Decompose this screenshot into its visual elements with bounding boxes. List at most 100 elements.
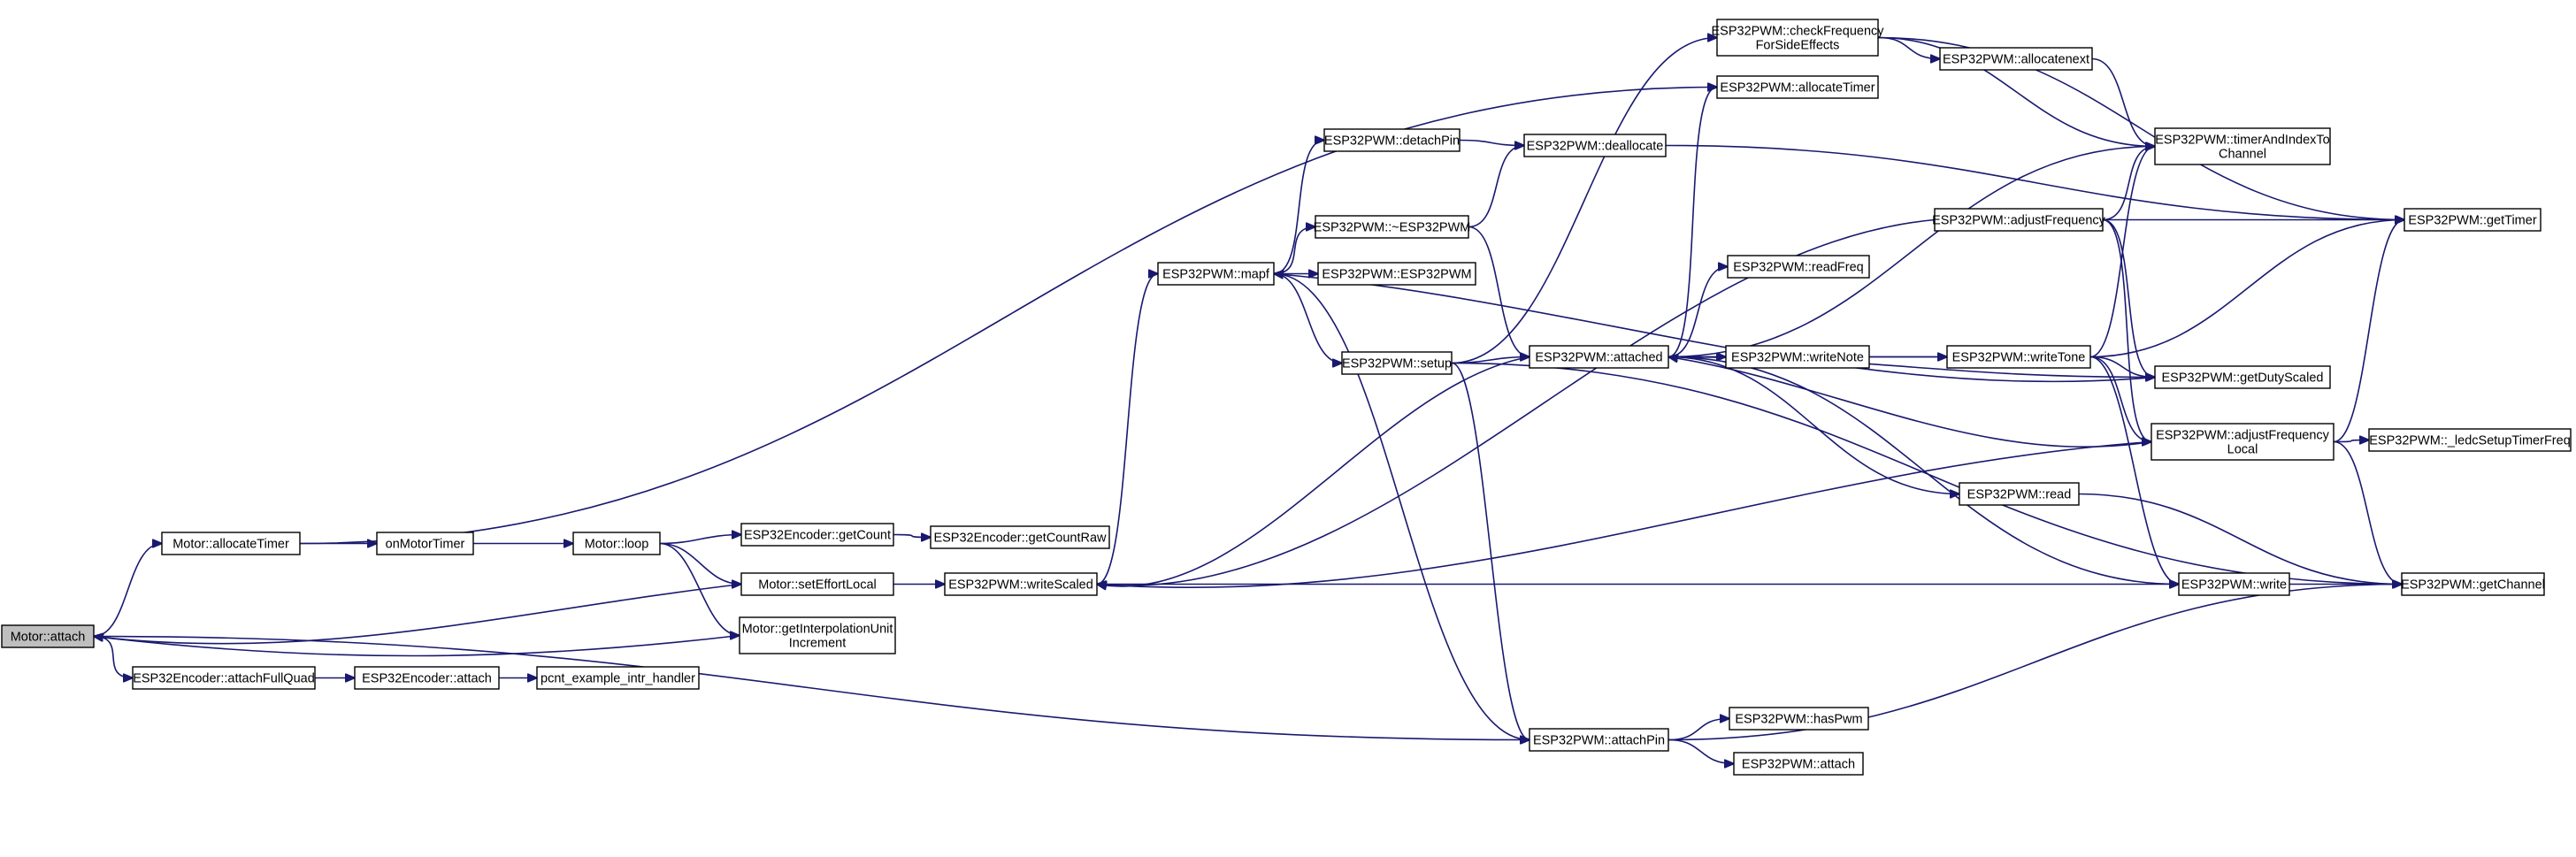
node-enc_getCountRaw[interactable]: ESP32Encoder::getCountRaw [930,525,1110,549]
edge-pwm_attachPin-to-pwm_hasPwm [1668,719,1729,741]
node-label: ESP32PWM::deallocate [1527,140,1664,154]
node-box [1934,208,2104,232]
node-label: ESP32PWM::writeScaled [948,578,1093,593]
node-box [376,532,474,555]
node-label: Increment [789,637,846,651]
node-box [1716,19,1879,57]
node-label: ESP32PWM::getTimer [2408,214,2536,228]
node-pwm_hasPwm[interactable]: ESP32PWM::hasPwm [1729,707,1869,731]
node-box [1523,134,1667,157]
node-pwm_read[interactable]: ESP32PWM::read [1959,482,2080,506]
node-pwm_writeTone[interactable]: ESP32PWM::writeTone [1946,345,2091,369]
node-box [2404,208,2542,232]
node-enc_getCount[interactable]: ESP32Encoder::getCount [740,523,894,547]
edge-pwm_adjustFrequency-to-pwm_timerAndIndex [2102,147,2155,221]
edge-motor_allocateTimer-to-pwm_allocateTimer [299,88,1717,545]
edge-motor_getInterp-to-motor_attach [94,636,740,657]
node-onMotorTimer[interactable]: onMotorTimer [376,532,474,555]
edge-pwm_setup-to-pwm_checkFreq [1451,38,1717,364]
node-box [2150,423,2334,461]
edge-pwm_adjustFreqLocal-to-pwm_ledcSetup [2333,440,2369,442]
edge-pwm_adjustFrequency-to-pwm_writeScaled [1097,218,1936,586]
node-box [2178,572,2290,596]
node-label: ESP32PWM::timerAndIndexTo [2155,134,2329,148]
edge-pwm_checkFreq-to-pwm_timerAndIndex [1877,36,2155,147]
node-pwm_getDutyScaled[interactable]: ESP32PWM::getDutyScaled [2154,365,2331,389]
node-label: ESP32Encoder::getCountRaw [933,532,1107,546]
node-label: Motor::setEffortLocal [758,578,877,593]
edge-pwm_attached-to-pwm_readFreq [1668,267,1728,358]
node-pwm_writeScaled[interactable]: ESP32PWM::writeScaled [944,572,1098,596]
node-box [739,616,896,654]
edge-pwm_writeTone-to-pwm_write [2089,356,2179,585]
node-motor_loop[interactable]: Motor::loop [572,532,661,555]
edge-pwm_mapf-to-pwm_attachPin [1273,272,1530,740]
node-pwm_writeNote[interactable]: ESP32PWM::writeNote [1725,345,1870,369]
node-pwm_allocatenext[interactable]: ESP32PWM::allocatenext [1939,47,2093,71]
node-label: ESP32PWM::read [1967,488,2072,502]
node-pwm_readFreq[interactable]: ESP32PWM::readFreq [1727,255,1870,279]
edge-motor_loop-to-motor_setEffortLocal [659,542,741,585]
edge-pwm_mapf-to-pwm_setup [1273,272,1342,363]
node-box [1716,75,1879,99]
node-box [944,572,1098,596]
edge-pwm_adjustFreqLocal-to-pwm_getTimer [2333,220,2404,443]
node-label: ESP32PWM::attached [1535,351,1662,365]
node-pcnt_handler[interactable]: pcnt_example_intr_handler [536,666,700,690]
node-pwm_setup[interactable]: ESP32PWM::setup [1341,351,1453,375]
edge-pwm_read-to-pwm_getChannel [2078,493,2402,585]
node-box [1317,262,1476,286]
edge-pwm_adjustFreqLocal-to-pwm_writeScaled [1097,440,2152,588]
node-label: ESP32PWM::readFreq [1733,261,1863,275]
node-pwm_ctor[interactable]: ESP32PWM::ESP32PWM [1317,262,1476,286]
node-pwm_allocateTimer[interactable]: ESP32PWM::allocateTimer [1716,75,1879,99]
node-motor_setEffortLocal[interactable]: Motor::setEffortLocal [740,572,894,596]
node-box [2368,428,2572,452]
node-pwm_dtor[interactable]: ESP32PWM::~ESP32PWM [1314,215,1471,239]
node-box [1725,345,1870,369]
node-pwm_mapf[interactable]: ESP32PWM::mapf [1157,262,1275,286]
node-box [1323,128,1460,152]
node-enc_attachFullQuad[interactable]: ESP32Encoder::attachFullQuad [132,666,316,690]
node-pwm_ledcSetup[interactable]: ESP32PWM::_ledcSetupTimerFreq [2368,428,2572,452]
node-pwm_attachPin[interactable]: ESP32PWM::attachPin [1529,728,1669,752]
edge-pwm_adjustFreqLocal-to-pwm_getChannel [2333,440,2402,585]
node-box [740,572,894,596]
edge-pwm_mapf-to-pwm_dtor [1273,227,1315,275]
node-box [1529,728,1669,752]
node-pwm_attach[interactable]: ESP32PWM::attach [1733,752,1864,776]
node-label: ESP32PWM::writeNote [1731,351,1864,365]
node-label: Motor::loop [585,538,649,552]
node-box [1315,215,1469,239]
node-label: ESP32PWM::getChannel [2401,578,2545,593]
node-motor_attach[interactable]: Motor::attach [1,624,95,648]
node-pwm_attached[interactable]: ESP32PWM::attached [1529,345,1669,369]
node-pwm_getTimer[interactable]: ESP32PWM::getTimer [2404,208,2542,232]
node-pwm_getChannel[interactable]: ESP32PWM::getChannel [2401,572,2545,596]
node-motor_allocateTimer[interactable]: Motor::allocateTimer [161,532,301,555]
node-enc_attach[interactable]: ESP32Encoder::attach [354,666,500,690]
edge-pwm_attached-to-pwm_allocateTimer [1668,88,1717,358]
node-box [161,532,301,555]
node-pwm_detachPin[interactable]: ESP32PWM::detachPin [1323,128,1460,152]
node-pwm_write[interactable]: ESP32PWM::write [2178,572,2290,596]
node-layer: Motor::attachMotor::allocateTimerESP32En… [1,19,2572,776]
node-label: Motor::getInterpolationUnit [742,623,893,637]
node-label: ESP32Encoder::getCount [744,529,891,543]
edge-pwm_attachPin-to-pwm_attach [1668,738,1734,764]
edge-pwm_writeTone-to-pwm_getTimer [2089,220,2404,358]
node-box [2154,365,2331,389]
node-pwm_deallocate[interactable]: ESP32PWM::deallocate [1523,134,1667,157]
node-label: ESP32PWM::ESP32PWM [1322,268,1471,282]
node-label: Motor::attach [11,631,86,645]
edge-pwm_attached-to-pwm_read [1668,356,1959,494]
node-box [1729,707,1869,731]
edge-pwm_dtor-to-pwm_attached [1468,226,1530,357]
node-pwm_adjustFrequency[interactable]: ESP32PWM::adjustFrequency [1932,208,2106,232]
node-label: ESP32PWM::_ledcSetupTimerFreq [2369,434,2571,448]
